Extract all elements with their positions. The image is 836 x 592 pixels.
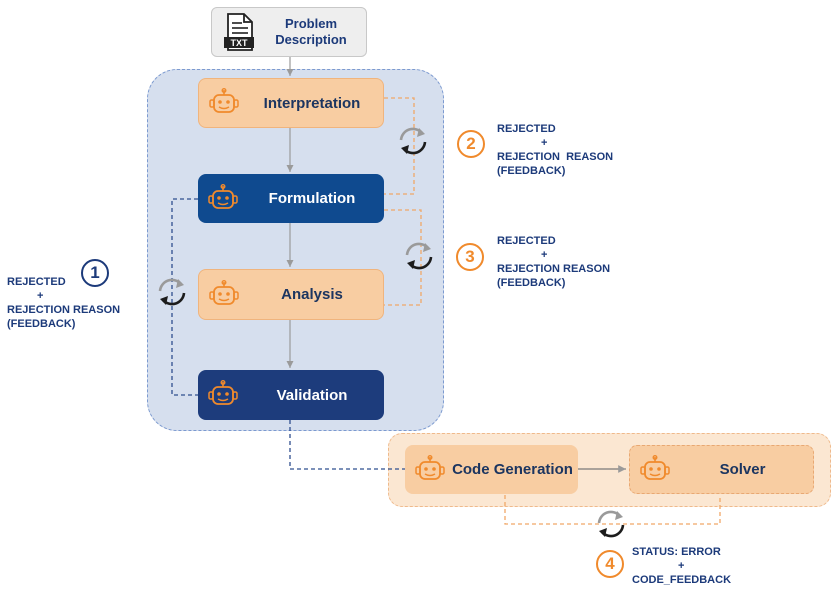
analysis-node: Analysis [198,269,384,320]
robot-icon [208,380,238,405]
formulation-node: Formulation [198,174,384,223]
feedback-1-line3: (FEEDBACK) [7,318,76,330]
robot-icon [415,454,445,480]
feedback-2-badge: 2 [457,130,485,158]
interpretation-label: Interpretation [263,94,361,112]
feedback-3-line1: REJECTED [497,235,556,247]
feedback-2-note: REJECTED + REJECTION REASON (FEEDBACK) [497,122,632,178]
feedback-4-number: 4 [605,554,615,573]
feedback-1-number: 1 [90,263,100,282]
solver-node: Solver [629,445,814,494]
feedback-4-note: STATUS: ERROR + CODE_FEEDBACK [632,545,752,587]
feedback-loop-1 [171,198,198,396]
txt-icon-text: TXT [231,38,249,48]
feedback-2-line3: (FEEDBACK) [497,165,566,177]
feedback-loop-4 [504,495,721,525]
robot-icon [208,183,238,209]
feedback-4-plus: + [678,560,685,572]
code-generation-label: Code Generation [452,461,573,478]
feedback-3-plus: + [541,249,548,261]
validation-label: Validation [276,386,348,404]
feedback-3-number: 3 [465,247,475,266]
robot-icon [209,88,239,113]
feedback-4-line1: STATUS: ERROR [632,546,721,558]
feedback-1-line2: REJECTION REASON [7,304,121,316]
problem-title-line1: Problem [284,16,337,31]
feedback-3-note: REJECTED + REJECTION REASON (FEEDBACK) [497,234,632,290]
validation-node: Validation [198,370,384,420]
analysis-label: Analysis [281,286,343,303]
document-txt-icon: TXT [224,13,254,51]
robot-icon [209,279,239,305]
feedback-1-note: REJECTED + REJECTION REASON (FEEDBACK) [7,275,132,331]
feedback-1-line1: REJECTED [7,276,66,288]
cycle-arrows-icon [399,127,427,155]
robot-icon [640,454,670,480]
feedback-2-line2: REJECTION REASON [497,151,614,163]
feedback-loop-3 [384,209,422,306]
problem-description-node: TXT Problem Description [211,7,367,57]
feedback-1-plus: + [37,290,44,302]
formulation-label: Formulation [268,190,356,207]
interpretation-node: Interpretation [198,78,384,128]
feedback-2-number: 2 [466,134,476,153]
problem-description-label: Problem Description [256,16,366,48]
solver-label: Solver [719,461,766,478]
feedback-3-line2: REJECTION REASON [497,263,611,275]
cycle-arrows-icon [158,278,186,306]
feedback-1-badge: 1 [81,259,109,287]
feedback-2-line1: REJECTED [497,123,556,135]
cycle-arrows-icon [597,510,625,538]
feedback-3-line3: (FEEDBACK) [497,277,566,289]
feedback-loop-2 [384,97,415,195]
feedback-4-line2: CODE_FEEDBACK [632,574,732,586]
feedback-3-badge: 3 [456,243,484,271]
feedback-4-badge: 4 [596,550,624,578]
code-generation-node: Code Generation [405,445,578,494]
feedback-2-plus: + [541,137,548,149]
validation-to-codegen [289,420,405,470]
problem-title-line2: Description [275,32,347,47]
cycle-arrows-icon [405,242,433,270]
